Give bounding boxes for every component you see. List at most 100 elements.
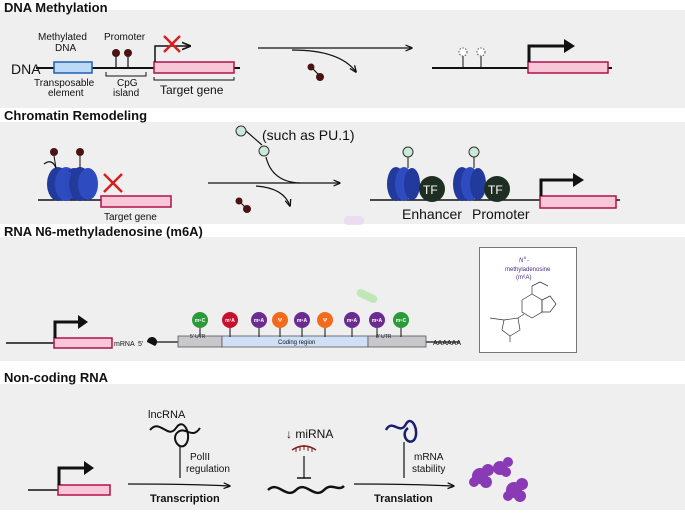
target-gene-label: Target gene (160, 83, 224, 97)
nucleosome-icon (56, 167, 98, 201)
cpg-island-label-1: CpG (117, 78, 138, 89)
active-transcription-arrow (57, 466, 86, 485)
methylated-dna-label-1: Methylated (38, 32, 87, 43)
target-gene-box-active (527, 61, 609, 74)
methyl-group-icon (50, 148, 58, 156)
recruitment-arrow (265, 156, 301, 184)
polii-label-2: regulation (186, 464, 230, 475)
modification-badge-label: m⁵C (396, 318, 407, 324)
target-gene-box (100, 195, 172, 208)
m6a-structure-drawing (489, 281, 557, 342)
modification-badge-circle (369, 312, 385, 328)
modification-badge-circle (251, 312, 267, 328)
methylated-dna-label-2: DNA (55, 43, 76, 54)
chromatin-remodeling-group: Target gene (such as PU.1) TF (38, 125, 620, 225)
mod-title-sup: 6 (524, 255, 527, 260)
active-transcription-arrow (53, 320, 80, 338)
active-arrow-head (564, 39, 575, 53)
active-transcription-arrow (527, 44, 566, 62)
cap-icon (147, 337, 158, 346)
protein-icon (493, 457, 513, 477)
modification-badge-label: Ψ (278, 318, 282, 324)
modification-badge: Ψ (272, 312, 288, 337)
mrna-wave-icon (267, 484, 345, 495)
active-transcription-arrow (539, 178, 575, 196)
noncoding-rna-group: lncRNA PolII regulation Transcription ↓ … (28, 409, 528, 505)
active-arrow-head (78, 315, 88, 329)
unmethylated-site-icon (476, 47, 486, 57)
modification-badge: Ψ (317, 312, 333, 337)
polii-label-1: PolII (190, 452, 210, 463)
panel-title-chromatin-remodeling: Chromatin Remodeling (4, 108, 148, 123)
promoter-label: Promoter (104, 32, 146, 43)
mirna-icon (291, 445, 317, 452)
modification-badge-circle (272, 312, 288, 328)
mrna-gene-box (53, 337, 113, 349)
modification-badge-label: m⁶A (254, 318, 265, 324)
mod-title-dash: - (527, 258, 529, 264)
cpg-island-label-2: island (113, 88, 139, 99)
decorative-blob (356, 289, 378, 303)
mod-title-line2: methyladenosine (505, 267, 551, 273)
active-arrow-head (84, 461, 94, 475)
methyl-group-icon (76, 148, 84, 156)
cpg-bracket (105, 72, 147, 77)
three-utr-label: 3' UTR (376, 334, 392, 340)
mod-title-n: N (519, 258, 524, 264)
panel-title-dna-methylation: DNA Methylation (4, 0, 108, 15)
panel-title-noncoding-rna: Non-coding RNA (4, 370, 108, 385)
nucleosome-icon (387, 167, 420, 201)
lncrna-label: lncRNA (148, 409, 186, 421)
target-gene-box-active (539, 195, 617, 209)
mrna-stability-label-2: stability (412, 464, 445, 475)
acetyl-group-icon (402, 146, 414, 158)
rna-m6a-group: mRNA 5' 5' UTR Coding region 3' UTR AAAA… (6, 255, 557, 349)
blocked-x-icon (163, 35, 181, 53)
modification-badge-circle (192, 312, 208, 328)
blocked-x-icon (103, 173, 123, 193)
gene-box (57, 484, 111, 496)
decorative-blob (344, 216, 364, 225)
released-methyl-icon (235, 197, 251, 213)
five-prime-label: 5' (138, 341, 143, 348)
modification-badge-label: m⁶A (347, 318, 358, 324)
acetyl-group-icon (468, 146, 480, 158)
transposable-element-label-1: Transposable (34, 78, 95, 89)
methyl-group-icon (112, 49, 120, 57)
modification-badge: m⁵C (393, 312, 409, 337)
modification-badge-circle (344, 312, 360, 328)
such-as-pu1-label: (such as PU.1) (262, 127, 355, 143)
transposable-element-box (53, 61, 93, 74)
tf-label: TF (488, 183, 503, 197)
demethylation-arrow (291, 49, 356, 72)
transposable-element-label-2: element (48, 88, 84, 99)
transcription-start-arrow (154, 46, 190, 62)
dna-methylation-group: DNA Methylated DNA Transposable element … (11, 32, 612, 99)
unmethylated-site-icon (458, 47, 468, 57)
modification-badge-label: m⁵C (195, 318, 206, 324)
protein-icon (503, 478, 528, 502)
acetyl-group-icon (258, 145, 270, 157)
modification-badge: m¹A (222, 312, 238, 337)
promoter-label: Promoter (472, 206, 530, 222)
lncrna-icon (149, 423, 201, 448)
translation-label: Translation (374, 493, 433, 505)
mirna-label: ↓ miRNA (286, 427, 333, 441)
transcription-label: Transcription (150, 493, 220, 505)
modification-badge: m⁵C (192, 312, 208, 337)
modification-badge-circle (222, 312, 238, 328)
m6a-structure-card (479, 247, 577, 353)
active-arrow-head (573, 173, 584, 187)
modification-badge-label: m⁶A (297, 318, 308, 324)
tf-promoter-icon (484, 176, 510, 202)
acetyl-group-icon (235, 125, 247, 137)
translation-arrow (353, 484, 454, 486)
modification-badge: m⁶A (294, 312, 310, 337)
tf-enhancer-icon (419, 176, 445, 202)
target-gene-box (153, 61, 235, 74)
modification-badge-circle (393, 312, 409, 328)
coding-region-label: Coding region (278, 340, 315, 346)
removal-arrow (255, 185, 290, 206)
